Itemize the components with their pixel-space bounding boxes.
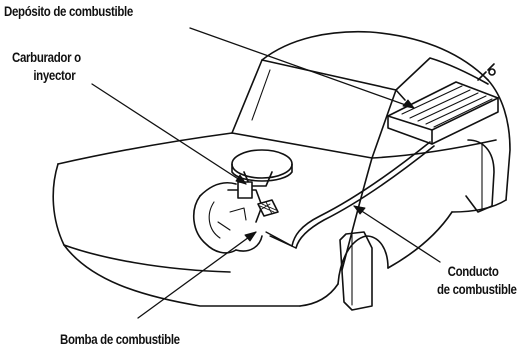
fuel-tank-label: Depósito de combustible <box>4 2 133 20</box>
fuel-line-label: Conducto de combustible <box>437 262 517 298</box>
engine <box>193 149 293 254</box>
fuel-pump-label-text: Bomba de combustible <box>60 331 180 347</box>
fuel-tank <box>387 81 499 145</box>
pointer-fuel-line <box>353 205 441 263</box>
fuel-tank-label-text: Depósito de combustible <box>4 3 133 19</box>
pointer-fuel-pump <box>137 231 257 319</box>
car-body <box>52 30 511 311</box>
carburetor-label-line2: inyector <box>33 67 76 83</box>
carburetor-label: Carburador o inyector <box>12 48 81 84</box>
carburetor-label-line1: Carburador o <box>12 49 81 65</box>
fuel-pump-label: Bomba de combustible <box>60 330 180 348</box>
pointer-fuel-tank <box>189 27 415 109</box>
fuel-line-label-line2: de combustible <box>437 281 517 297</box>
fuel-line <box>265 141 435 249</box>
pointer-carburetor <box>91 83 247 185</box>
fuel-line-label-line1: Conducto <box>447 263 499 279</box>
